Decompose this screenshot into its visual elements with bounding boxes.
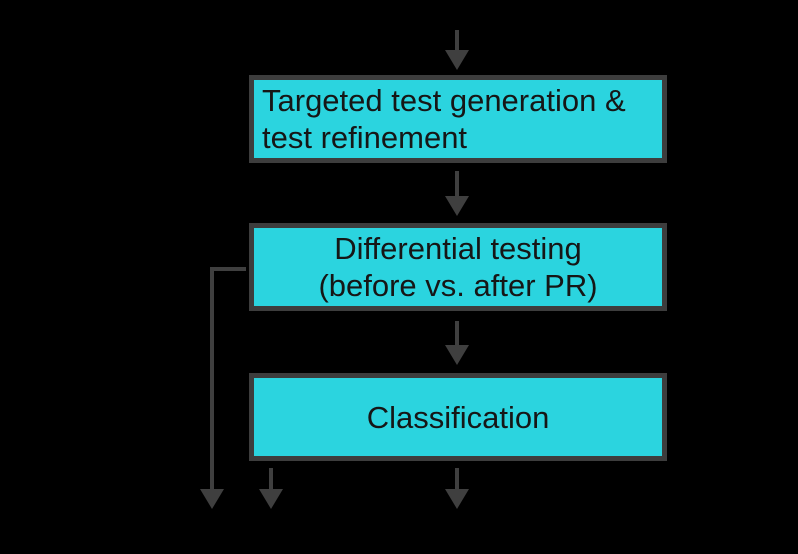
node-label-line: Targeted test generation & bbox=[262, 83, 626, 118]
node-differential-testing: Differential testing (before vs. after P… bbox=[249, 223, 667, 311]
arrowhead-down-icon bbox=[200, 489, 224, 509]
node-label-line: (before vs. after PR) bbox=[318, 268, 598, 303]
arrow-node2-to-node3-stem bbox=[455, 321, 459, 348]
elbow-connector-horizontal bbox=[210, 267, 246, 271]
output-arrow-left-stem bbox=[269, 468, 273, 491]
arrowhead-down-icon bbox=[445, 196, 469, 216]
node-label-line: test refinement bbox=[262, 120, 468, 155]
incoming-arrow-stem bbox=[455, 30, 459, 52]
arrowhead-down-icon bbox=[259, 489, 283, 509]
node-label-line: Differential testing bbox=[334, 231, 582, 266]
arrowhead-down-icon bbox=[445, 50, 469, 70]
node-label-line: Classification bbox=[366, 399, 550, 435]
elbow-connector-vertical bbox=[210, 267, 214, 490]
arrow-node1-to-node2-stem bbox=[455, 171, 459, 198]
output-arrow-center-stem bbox=[455, 468, 459, 491]
node-classification: Classification bbox=[249, 373, 667, 461]
arrowhead-down-icon bbox=[445, 345, 469, 365]
arrowhead-down-icon bbox=[445, 489, 469, 509]
node-targeted-test-generation: Targeted test generation & test refineme… bbox=[249, 75, 667, 163]
